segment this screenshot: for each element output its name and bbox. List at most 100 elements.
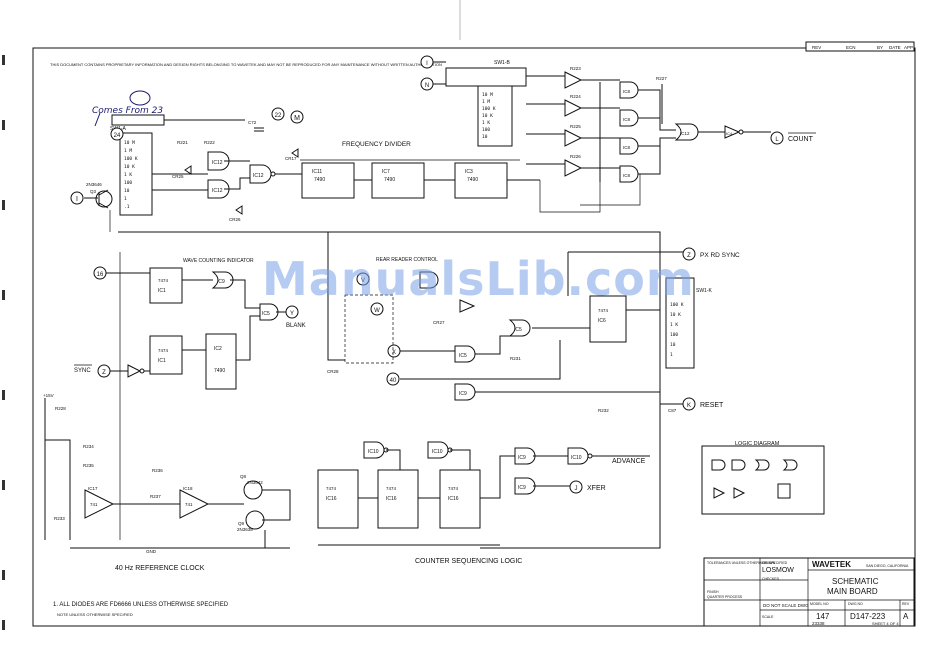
- svg-text:I: I: [426, 61, 428, 67]
- connector-n: N: [420, 77, 434, 91]
- xfer-label: XFER: [587, 485, 606, 492]
- revision-block: REV ECN BY DATE APP: [805, 41, 915, 52]
- svg-text:100: 100: [482, 127, 490, 133]
- svg-text:10: 10: [124, 188, 130, 194]
- svg-text:IC12: IC12: [212, 160, 223, 166]
- svg-text:+15V: +15V: [43, 393, 54, 398]
- svg-text:100: 100: [124, 180, 132, 186]
- notice-text: THIS DOCUMENT CONTAINS PROPRIETARY INFOR…: [50, 62, 442, 67]
- ic-ic16-c: [439, 469, 481, 529]
- svg-text:R222: R222: [204, 140, 215, 145]
- svg-text:CR25: CR25: [172, 174, 184, 179]
- svg-text:IC6: IC6: [598, 318, 606, 324]
- svg-text:IC1: IC1: [158, 358, 166, 364]
- svg-text:10 K: 10 K: [670, 312, 681, 318]
- svg-text:R234: R234: [83, 444, 94, 449]
- gate-ic12-c: IC12: [249, 164, 276, 184]
- svg-text:10 K: 10 K: [482, 113, 493, 119]
- model-no: 147: [816, 612, 830, 621]
- svg-text:Q9: Q9: [238, 521, 245, 526]
- svg-text:741: 741: [185, 502, 193, 507]
- svg-text:IC12: IC12: [680, 131, 690, 136]
- date-header: DATE: [889, 45, 901, 50]
- svg-text:IC9: IC9: [217, 279, 225, 285]
- reference-clock: IC17 741 IC18 741 Q8 2N3642 Q9 2N3638 +1…: [43, 393, 291, 572]
- svg-text:IC8: IC8: [623, 145, 631, 150]
- count-output: IC12 IC4 L COUNT: [638, 89, 816, 175]
- svg-text:IC7: IC7: [382, 169, 390, 175]
- svg-text:7490: 7490: [467, 177, 478, 183]
- connector-22: 22: [271, 107, 285, 121]
- svg-text:1 K: 1 K: [124, 172, 132, 178]
- ic-ic16-a: [317, 469, 359, 529]
- svg-text:J: J: [575, 486, 578, 492]
- svg-text:7474: 7474: [158, 278, 169, 283]
- handwritten-note: Comes From 23: [92, 90, 163, 127]
- svg-text:IC11: IC11: [312, 169, 322, 175]
- by-header: BY: [877, 45, 883, 50]
- ic-ic2: [205, 333, 237, 390]
- svg-text:7474: 7474: [326, 486, 337, 491]
- svg-text:IC8: IC8: [623, 117, 631, 122]
- rev-letter: A: [903, 612, 909, 621]
- switch-sw1k: SW1-K 100 K 10 K 1 K 100 10 1: [665, 277, 713, 369]
- connector-16: 16: [93, 266, 150, 280]
- svg-text:1 K: 1 K: [482, 120, 490, 126]
- svg-text:.1: .1: [124, 204, 130, 210]
- svg-text:M: M: [294, 115, 300, 122]
- svg-text:IC5: IC5: [514, 327, 522, 333]
- svg-text:10: 10: [670, 342, 676, 348]
- svg-text:Y: Y: [290, 311, 294, 317]
- svg-text:SCALE: SCALE: [762, 615, 774, 619]
- svg-text:IC16: IC16: [386, 496, 397, 502]
- svg-text:IC18: IC18: [183, 486, 193, 491]
- svg-text:CHECKED: CHECKED: [762, 577, 780, 581]
- svg-text:Z: Z: [687, 253, 691, 259]
- svg-text:2N3642: 2N3642: [247, 480, 263, 485]
- title-line1: SCHEMATIC: [832, 577, 879, 586]
- svg-text:DWG NO: DWG NO: [848, 602, 863, 606]
- diode-cr25: CR25: [172, 165, 192, 179]
- svg-text:40: 40: [390, 378, 397, 384]
- connector-w: [370, 302, 384, 316]
- frequency-divider-label: FREQUENCY DIVIDER: [342, 141, 411, 148]
- svg-text:R226: R226: [570, 154, 581, 159]
- dwg-no: D147-223: [850, 612, 886, 621]
- svg-text:QUARTER PROCESS: QUARTER PROCESS: [707, 595, 743, 599]
- svg-text:100 K: 100 K: [124, 156, 138, 162]
- drawing-border: [32, 47, 916, 627]
- ic-ic7-counter: [371, 162, 425, 199]
- gate-ic12-a: IC12: [207, 151, 230, 171]
- drawn-by: LOSMOW: [762, 567, 794, 574]
- svg-text:CR28: CR28: [327, 369, 339, 374]
- counter-sequencing-label: COUNTER SEQUENCING LOGIC: [415, 558, 522, 565]
- svg-text:22: 22: [275, 113, 282, 119]
- svg-text:24: 24: [114, 133, 121, 139]
- connector-l: [770, 131, 784, 145]
- reset-label: RESET: [700, 402, 724, 409]
- footnote-line1: 1. ALL DIODES ARE FD6666 UNLESS OTHERWIS…: [53, 602, 229, 608]
- svg-text:X: X: [392, 350, 396, 356]
- svg-text:MODEL NO: MODEL NO: [810, 602, 829, 606]
- connector-40: [386, 372, 400, 386]
- connector-i-top: I: [420, 55, 434, 69]
- svg-text:Q8: Q8: [240, 474, 247, 479]
- svg-text:IC12: IC12: [212, 188, 223, 194]
- svg-text:1 M: 1 M: [124, 148, 132, 154]
- title-block: WAVETEK SAN DIEGO, CALIFORNIA SCHEMATIC …: [703, 557, 915, 627]
- svg-text:L: L: [775, 137, 779, 143]
- svg-text:IC4: IC4: [726, 131, 733, 136]
- px-rd-sync: Z PX RD SYNC: [568, 247, 740, 261]
- wave-counting-indicator: WAVE COUNTING INDICATOR 7474 IC1 7474 IC…: [149, 258, 306, 390]
- reference-clock-label: 40 Hz REFERENCE CLOCK: [115, 565, 205, 572]
- wave-counting-label: WAVE COUNTING INDICATOR: [183, 258, 254, 264]
- svg-text:Q3: Q3: [90, 189, 97, 194]
- svg-text:R235: R235: [83, 463, 94, 468]
- rear-reader-control: REAR READER CONTROL V W X 40 CR28 CR27 I…: [327, 232, 561, 386]
- svg-text:10 M: 10 M: [124, 140, 135, 146]
- svg-text:R221: R221: [177, 140, 188, 145]
- svg-text:IC9: IC9: [459, 391, 467, 397]
- svg-text:REV: REV: [902, 602, 910, 606]
- svg-text:IC5: IC5: [262, 311, 270, 317]
- svg-text:16: 16: [97, 272, 104, 278]
